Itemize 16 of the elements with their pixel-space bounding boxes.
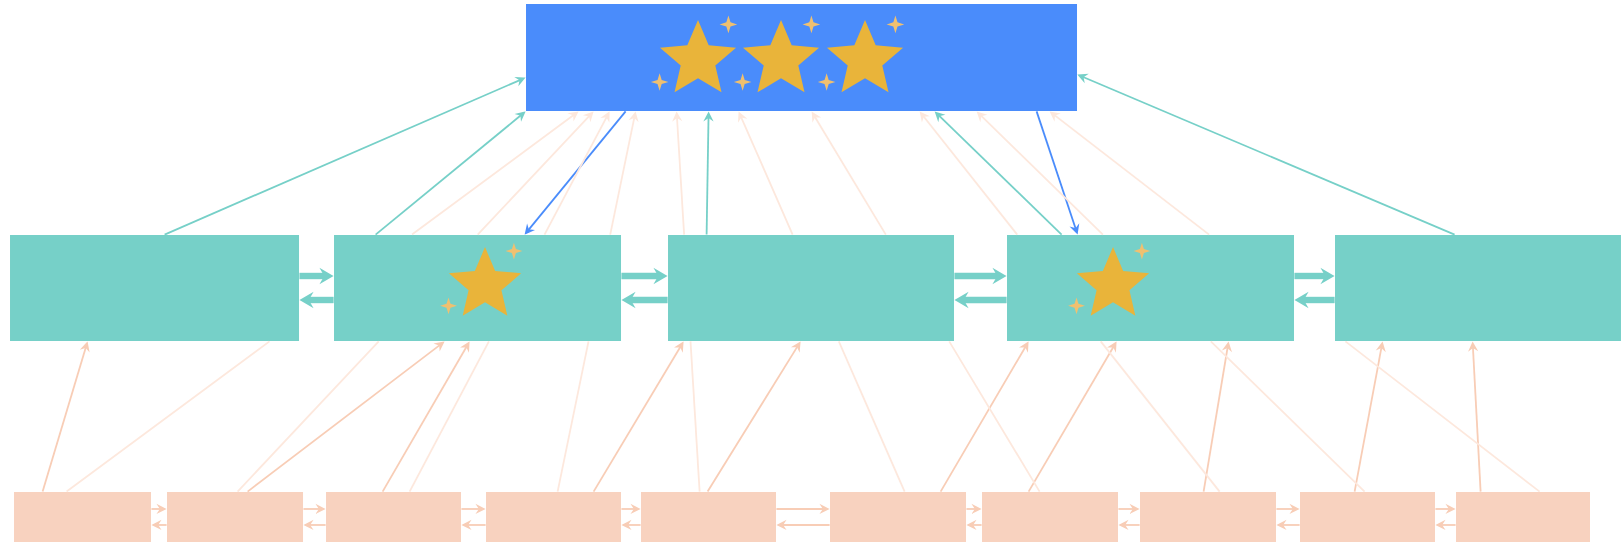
block (830, 492, 966, 542)
block (1456, 492, 1590, 542)
block (982, 492, 1118, 542)
block (668, 235, 954, 341)
block (1335, 235, 1621, 341)
block (334, 235, 621, 341)
block (326, 492, 461, 542)
arrow (476, 111, 594, 236)
block (1007, 235, 1294, 341)
block (10, 235, 299, 341)
block (641, 492, 776, 542)
block (167, 492, 303, 542)
block (486, 492, 621, 542)
block (1140, 492, 1276, 542)
block (1300, 492, 1435, 542)
block (14, 492, 151, 542)
